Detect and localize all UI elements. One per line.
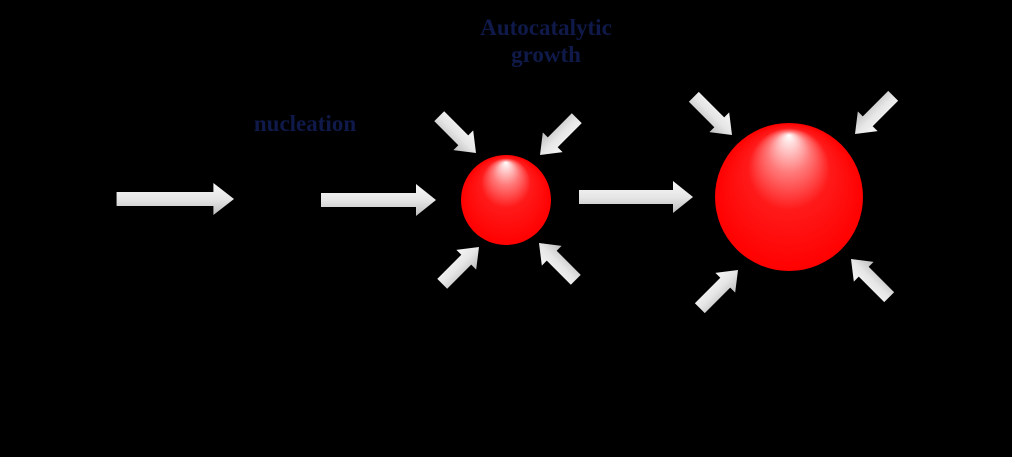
small-particle-group — [434, 111, 582, 289]
converging-arrow-large-bottom-left — [694, 270, 738, 314]
nucleation-label: nucleation — [253, 111, 357, 136]
converging-arrow-small-top-left — [434, 111, 476, 153]
autocatalytic-label-line2: growth — [511, 42, 581, 67]
converging-arrow-large-top-left — [688, 91, 732, 135]
autocatalytic-growth-label: Autocatalytic growth — [446, 14, 646, 68]
large-particle-group — [688, 90, 899, 314]
process-arrow-3 — [579, 181, 693, 213]
converging-arrow-small-bottom-right — [539, 243, 581, 285]
small-particle — [461, 155, 551, 245]
converging-arrow-large-top-right — [855, 90, 899, 134]
autocatalytic-label-line1: Autocatalytic — [480, 15, 612, 40]
converging-arrow-small-top-right — [540, 113, 582, 155]
converging-arrow-small-bottom-left — [437, 247, 479, 289]
converging-arrow-large-bottom-right — [851, 259, 895, 303]
process-arrow-2 — [321, 184, 436, 216]
process-arrow-1 — [116, 183, 234, 215]
large-particle — [715, 123, 863, 271]
